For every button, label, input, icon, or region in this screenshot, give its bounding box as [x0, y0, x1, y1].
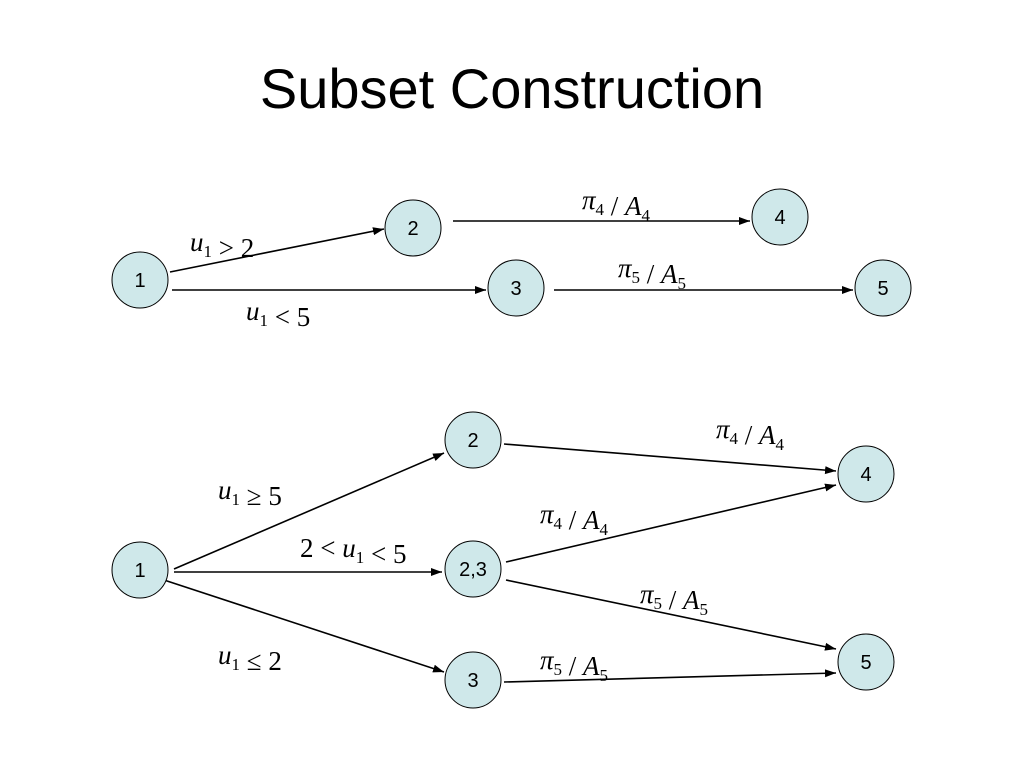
edge-b23-b4: [505, 483, 837, 563]
state-node-label: 1: [134, 560, 145, 582]
state-node-label: 2,3: [459, 559, 487, 581]
edge-label-t1-t3: u1 < 5: [246, 296, 310, 332]
state-node-circle: [384, 199, 442, 257]
state-node-label: 2: [467, 430, 478, 452]
state-node-label: 1: [134, 270, 145, 292]
edge-b2-b4: [503, 443, 837, 475]
state-node-label: 5: [877, 278, 888, 300]
edge-label-t2-t4: π4 / A4: [582, 185, 651, 225]
edge-b23-b5: [505, 579, 837, 651]
edge-t1-t2: [169, 227, 385, 273]
state-node-t2: 2: [384, 199, 442, 257]
state-node-circle: [751, 188, 809, 246]
page-title: Subset Construction: [259, 57, 765, 120]
state-node-label: 3: [510, 278, 521, 300]
state-node-b1: 1: [111, 541, 169, 599]
state-node-t5: 5: [854, 259, 912, 317]
nodes-layer: 1 2 3 4 5 1 2 2,3 3 4 5: [111, 188, 912, 709]
edge-label-b1-b23: 2 < u1 < 5: [300, 533, 406, 569]
state-node-b23: 2,3: [444, 540, 502, 598]
state-node-t1: 1: [111, 251, 169, 309]
state-node-circle: [444, 540, 502, 598]
state-node-circle: [487, 259, 545, 317]
state-node-circle: [444, 411, 502, 469]
edge-b3-b5: [503, 669, 837, 683]
edge-label-t3-t5: π5 / A5: [618, 253, 686, 293]
edge-label-b23-b5: π5 / A5: [640, 579, 708, 619]
state-node-label: 5: [860, 652, 871, 674]
edges-layer: [163, 217, 853, 683]
state-node-label: 4: [774, 207, 785, 229]
state-node-circle: [444, 651, 502, 709]
state-node-b3: 3: [444, 651, 502, 709]
state-node-t3: 3: [487, 259, 545, 317]
state-node-b2: 2: [444, 411, 502, 469]
edge-label-b2-b4: π4 / A4: [716, 414, 785, 454]
state-node-circle: [111, 251, 169, 309]
edge-label-b23-b4: π4 / A4: [540, 499, 609, 539]
state-node-b4: 4: [837, 445, 895, 503]
state-node-circle: [837, 633, 895, 691]
edge-b1-b2: [173, 452, 445, 570]
state-node-circle: [111, 541, 169, 599]
edge-labels-layer: u1 > 2 u1 < 5 π4 / A4 π5 / A5 u1 ≥ 5 2 < u1 <…: [190, 185, 785, 685]
state-node-label: 4: [860, 464, 871, 486]
edge-label-b3-b5: π5 / A5: [540, 645, 608, 685]
edge-label-b1-b3: u1 ≤ 2: [218, 640, 282, 676]
edge-label-t1-t2: u1 > 2: [190, 227, 254, 263]
edge-b1-b3: [163, 579, 445, 673]
state-node-circle: [837, 445, 895, 503]
state-node-label: 2: [407, 218, 418, 240]
state-node-b5: 5: [837, 633, 895, 691]
edge-label-b1-b2: u1 ≥ 5: [218, 475, 282, 511]
state-node-label: 3: [467, 670, 478, 692]
state-node-circle: [854, 259, 912, 317]
state-node-t4: 4: [751, 188, 809, 246]
